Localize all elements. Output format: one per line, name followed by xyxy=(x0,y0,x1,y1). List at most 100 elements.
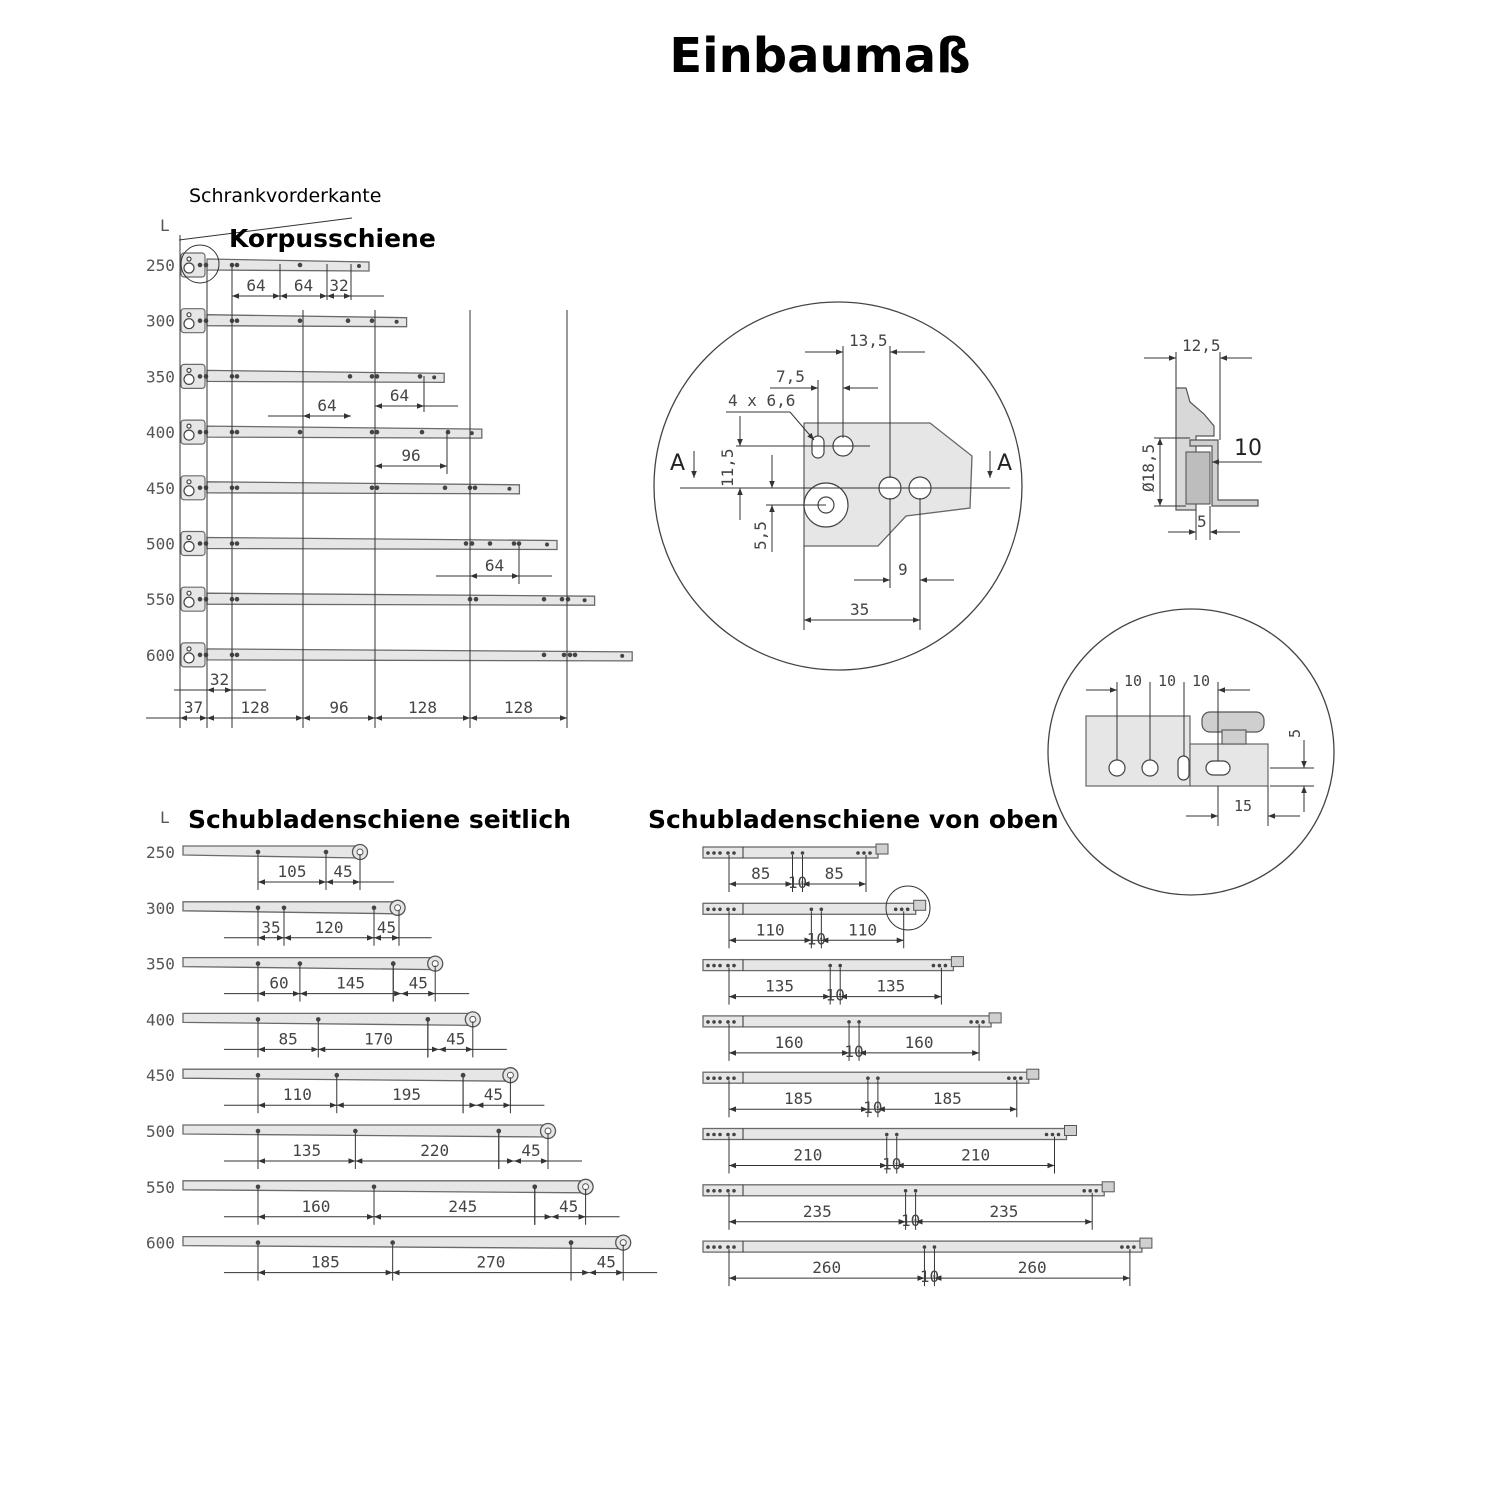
oben-hole-end-450-2 xyxy=(1019,1076,1023,1080)
oben-hole-front-450-3 xyxy=(726,1076,730,1080)
oben-hole-front-450-1 xyxy=(712,1076,716,1080)
oben-hole-mid-b-450 xyxy=(876,1076,880,1080)
oben-hole-end-550-0 xyxy=(1082,1189,1086,1193)
korpus-hole-400-0 xyxy=(197,429,203,435)
seitlich-hole-300-2 xyxy=(371,905,377,911)
seitlich-rail-300 xyxy=(182,901,399,915)
oben-hole-mid-a-250 xyxy=(790,851,795,855)
oben-hole-front-350-3 xyxy=(726,963,730,968)
seitlich-hole-mid-450 xyxy=(334,1072,340,1078)
korpus-hole-mid-450-1 xyxy=(374,485,380,491)
oben-dim-450-2-label: 185 xyxy=(933,1089,962,1108)
korpus-hole-450-0 xyxy=(197,485,203,491)
korpus-hole-end-250 xyxy=(357,264,361,268)
korpus-dim-bottom-3-label: 128 xyxy=(408,698,437,717)
oben-hole-front-550-4 xyxy=(732,1189,736,1193)
oben-hole-end-300-0 xyxy=(893,907,898,912)
oben-dim-500-2-label: 210 xyxy=(961,1146,990,1165)
korpus-rail-450 xyxy=(206,481,521,495)
oben-hole-front-400-2 xyxy=(718,1020,722,1024)
korpus-rail-500 xyxy=(206,536,558,551)
korpus-mount-hole-400 xyxy=(183,429,195,441)
oben-hole-mid-a-450 xyxy=(866,1076,870,1080)
korpus-dim-250-b-label: 64 xyxy=(294,276,313,295)
korpus-mount-hole-top-300 xyxy=(186,312,192,318)
oben-hole-front-300-1 xyxy=(712,907,716,912)
oben-rail-600 xyxy=(702,1240,1143,1253)
length-label-seitlich-450: 450 xyxy=(146,1066,175,1085)
korpus-hole-mid-600-1 xyxy=(561,652,567,658)
korpus-hole-350-1 xyxy=(203,374,209,379)
korpus-hole-mid-450-0 xyxy=(369,485,375,491)
korpus-hole-mid-450-4 xyxy=(472,485,478,491)
seitlich-dim-250-1-label: 45 xyxy=(333,862,352,881)
length-label-seitlich-600: 600 xyxy=(146,1234,175,1253)
oben-dim-350-0-label: 135 xyxy=(765,977,794,996)
oben-roller-300 xyxy=(913,899,927,911)
oben-hole-mid-b-600 xyxy=(932,1245,937,1249)
oben-hole-front-500-0 xyxy=(706,1132,710,1137)
korpus-rail-400 xyxy=(206,425,483,439)
oben-hole-front-500-2 xyxy=(718,1132,722,1137)
oben-hole-mid-a-500 xyxy=(884,1132,889,1137)
dim-13-5: 13,5 xyxy=(849,331,888,350)
korpus-hole-550-1 xyxy=(203,596,209,602)
oben-hole-front-300-4 xyxy=(732,907,736,912)
dim-10-profile: 10 xyxy=(1234,436,1262,461)
oben-hole-end-500-0 xyxy=(1044,1132,1049,1137)
oben-roller-400 xyxy=(988,1012,1002,1024)
oben-hole-front-250-1 xyxy=(712,851,716,855)
seitlich-dim-300-2-label: 45 xyxy=(377,918,396,937)
seitlich-dim-350-1-label: 145 xyxy=(336,974,365,993)
oben-rail-500 xyxy=(702,1127,1068,1141)
oben-hole-front-550-3 xyxy=(726,1189,730,1193)
seitlich-hole-mid-350 xyxy=(297,961,303,966)
korpus-hole-mid-400-3 xyxy=(419,429,425,435)
korpus-hole-mid-500-2 xyxy=(487,541,493,546)
seitlich-hole-500-2 xyxy=(496,1128,502,1134)
korpus-mount-hole-550 xyxy=(183,596,195,608)
seitlich-rail-250 xyxy=(182,845,361,859)
length-label-korpus-350: 350 xyxy=(146,367,175,386)
seitlich-hole-550-0 xyxy=(255,1184,261,1190)
korpus-hole-end-600 xyxy=(620,653,625,658)
oben-dim-400-0-label: 160 xyxy=(775,1033,804,1052)
korpus-hole-350-3 xyxy=(234,374,240,379)
oben-hole-front-350-1 xyxy=(712,963,716,968)
korpus-hole-mid-350-2 xyxy=(374,374,380,379)
oben-dim-600-0-label: 260 xyxy=(812,1258,841,1277)
korpus-hole-mid-500-1 xyxy=(469,541,475,546)
korpus-hole-250-0 xyxy=(197,262,203,268)
dim-12-5: 12,5 xyxy=(1182,336,1221,355)
oben-dim-450-0-label: 185 xyxy=(784,1089,813,1108)
length-label-korpus-400: 400 xyxy=(146,423,175,442)
oben-hole-mid-b-350 xyxy=(838,963,842,968)
length-label-korpus-450: 450 xyxy=(146,479,175,498)
korpus-mount-hole-450 xyxy=(183,485,195,497)
seitlich-dim-400-1-label: 170 xyxy=(364,1029,393,1048)
korpus-mount-hole-top-450 xyxy=(186,479,192,485)
section-mark-left: A xyxy=(670,451,685,476)
korpus-hole-600-1 xyxy=(203,652,209,658)
korpus-mount-hole-350 xyxy=(183,373,195,385)
oben-hole-mid-b-400 xyxy=(857,1020,861,1024)
seitlich-hole-450-0 xyxy=(255,1072,261,1078)
dim-35: 35 xyxy=(850,600,869,619)
oben-dim-350-2-label: 135 xyxy=(876,977,905,996)
seitlich-dim-350-0-label: 60 xyxy=(269,974,288,993)
korpus-hole-mid-400-2 xyxy=(374,429,380,435)
seitlich-rail-350 xyxy=(182,956,436,971)
section-mark-right: A xyxy=(997,451,1012,476)
dim-dia-18-5: Ø18,5 xyxy=(1139,444,1158,492)
seitlich-hole-450-2 xyxy=(460,1072,466,1078)
korpus-hole-mid-550-4 xyxy=(565,596,571,602)
oben-rail-550 xyxy=(702,1184,1105,1197)
dim-11-5: 11,5 xyxy=(718,448,737,487)
oben-dim-550-1-label: 10 xyxy=(901,1211,920,1230)
korpus-hole-250-1 xyxy=(203,262,209,268)
seitlich-rail-500 xyxy=(182,1124,549,1138)
oben-hole-front-600-0 xyxy=(706,1245,710,1249)
